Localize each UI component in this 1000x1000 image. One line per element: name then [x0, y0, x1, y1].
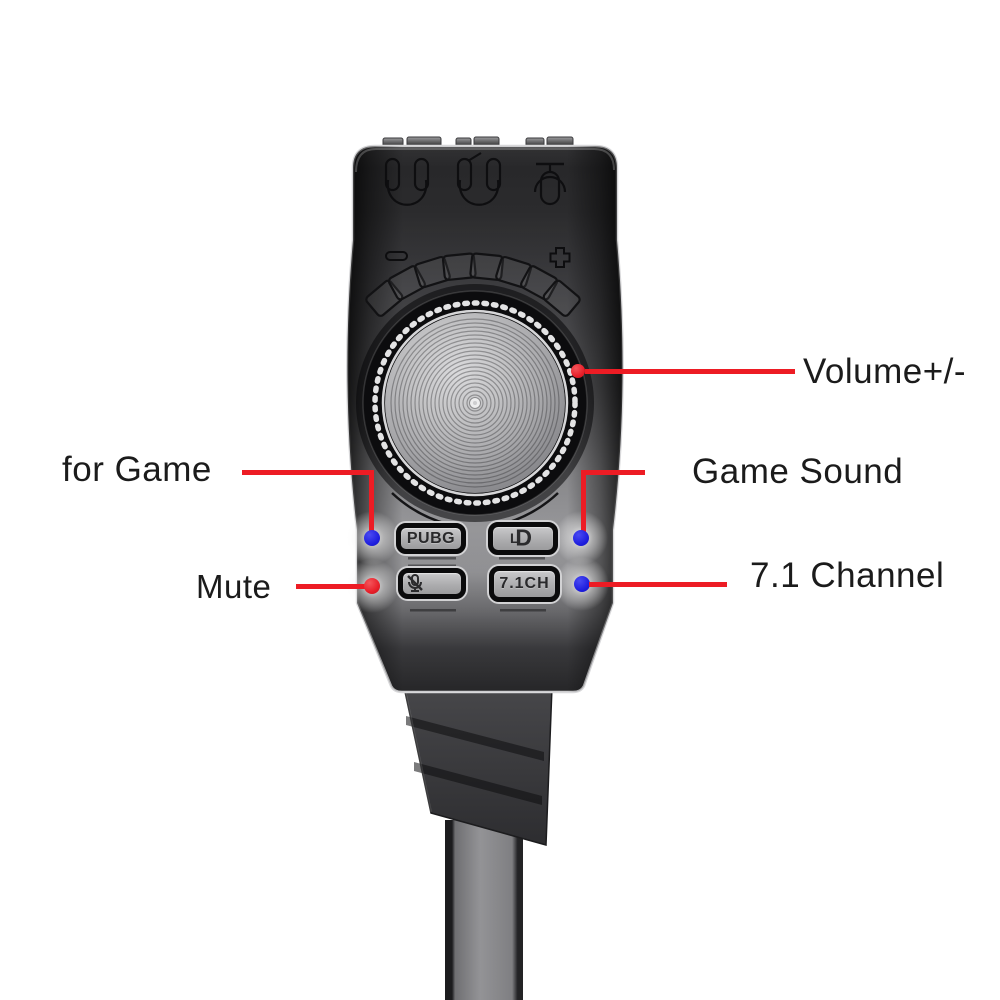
- game-sound-callout-line-v: [581, 469, 586, 534]
- for-game-callout-line-v: [369, 469, 374, 534]
- channel-marker-dot: [574, 576, 590, 592]
- flat-cable: [445, 820, 523, 1000]
- knob-recess-arc-left: [391, 492, 448, 526]
- mute-callout-line: [296, 584, 366, 589]
- channel-71-button[interactable]: 7.1CH: [489, 566, 560, 602]
- rotary-volume-knob[interactable]: [356, 284, 594, 522]
- volume-plus-icon: [549, 247, 571, 268]
- channel-button-label: 7.1CH: [499, 575, 550, 592]
- for-game-marker-dot: [364, 530, 380, 546]
- game-sound-callout-label: Game Sound: [692, 452, 904, 491]
- league-of-legends-logo-icon: D L: [510, 523, 532, 550]
- for-game-callout-label: for Game: [62, 450, 212, 489]
- headset-mic-port-icon: [456, 152, 502, 206]
- volume-marker-dot: [571, 364, 585, 378]
- volume-level-segments: [365, 252, 581, 317]
- channel-callout-label: 7.1 Channel: [750, 556, 945, 595]
- volume-minus-icon: [385, 251, 408, 261]
- pubg-mode-button[interactable]: PUBG: [396, 523, 466, 554]
- mute-marker-dot: [364, 578, 380, 594]
- volume-callout-line: [585, 368, 795, 374]
- lol-mode-button[interactable]: D L: [488, 522, 558, 555]
- volume-callout-label: Volume+/-: [803, 352, 967, 391]
- game-sound-callout-line-h: [581, 469, 645, 475]
- knob-concentric-rings: [390, 318, 560, 488]
- top-bevel-highlight: [355, 148, 615, 173]
- port-icons: [384, 152, 567, 206]
- headphone-port-icon: [384, 157, 430, 206]
- game-sound-marker-dot: [573, 530, 589, 546]
- button-separator-lines: [408, 557, 546, 612]
- pubg-button-label: PUBG: [406, 529, 456, 547]
- for-game-callout-line-h: [242, 469, 374, 475]
- channel-callout-line: [589, 581, 727, 587]
- mic-mute-button[interactable]: [398, 568, 466, 599]
- cable-strain-relief: [403, 686, 553, 846]
- microphone-port-icon: [533, 162, 567, 206]
- mute-callout-label: Mute: [196, 568, 272, 605]
- knob-tick-ring: [372, 300, 578, 506]
- mic-mute-icon: [407, 574, 423, 592]
